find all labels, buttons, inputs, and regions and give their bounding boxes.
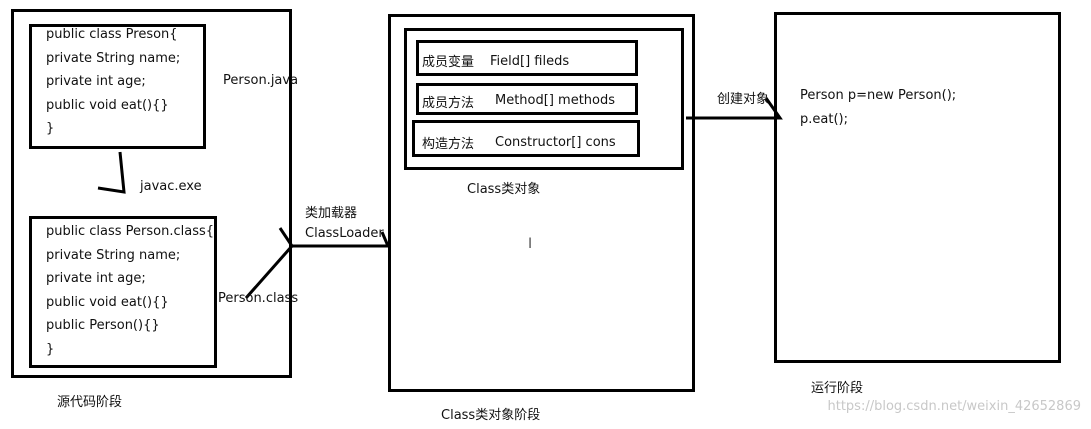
create-object-label: 创建对象 [717,92,770,107]
text-cursor-icon: I [528,236,533,252]
method-value: Method[] methods [495,93,616,108]
class-code: public class Person.class{ private Strin… [46,220,214,361]
field-value: Field[] fileds [490,54,570,69]
constructor-name: 构造方法 [422,137,475,152]
field-row-box [416,40,638,76]
code-line: private int age; [46,271,146,286]
constructor-row-box [412,120,640,157]
class-stage-label: Class类对象阶段 [441,408,541,423]
javac-arrow [97,151,126,194]
class-code-box [29,216,217,368]
watermark: https://blog.csdn.net/weixin_42652869 [827,399,1081,414]
code-line: private int age; [46,74,146,89]
code-line: Person p=new Person(); [800,88,957,103]
code-line: } [46,341,55,357]
code-line: private String name; [46,247,181,263]
java-code: public class Preson{ private String name… [46,23,180,141]
class-object-box [404,28,684,170]
class-file-label: Person.class [218,291,299,306]
field-name: 成员变量 [422,55,475,70]
source-stage-label: 源代码阶段 [57,395,123,410]
java-file-label: Person.java [223,73,299,88]
source-stage-box [11,9,292,378]
code-line: public void eat(){} [46,294,169,310]
code-line: public class Preson{ [46,27,178,42]
classloader-cn-label: 类加载器 [305,206,358,221]
classloader-en-label: ClassLoader [305,226,384,241]
java-code-box [29,24,206,149]
javac-label: javac.exe [140,179,202,194]
code-line: public Person(){} [46,318,160,333]
class-stage-box [388,14,695,392]
runtime-code: Person p=new Person(); p.eat(); [800,84,956,131]
runtime-stage-box [774,12,1061,363]
code-line: p.eat(); [800,111,848,127]
create-object-arrow [686,97,783,120]
code-line: public class Person.class{ [46,224,215,239]
constructor-value: Constructor[] cons [495,135,616,150]
runtime-stage-label: 运行阶段 [811,381,864,396]
code-line: } [46,121,55,136]
code-line: private String name; [46,50,181,66]
code-line: public void eat(){} [46,97,169,113]
class-object-label: Class类对象 [467,182,541,197]
method-name: 成员方法 [422,96,475,111]
method-row-box [416,83,638,115]
